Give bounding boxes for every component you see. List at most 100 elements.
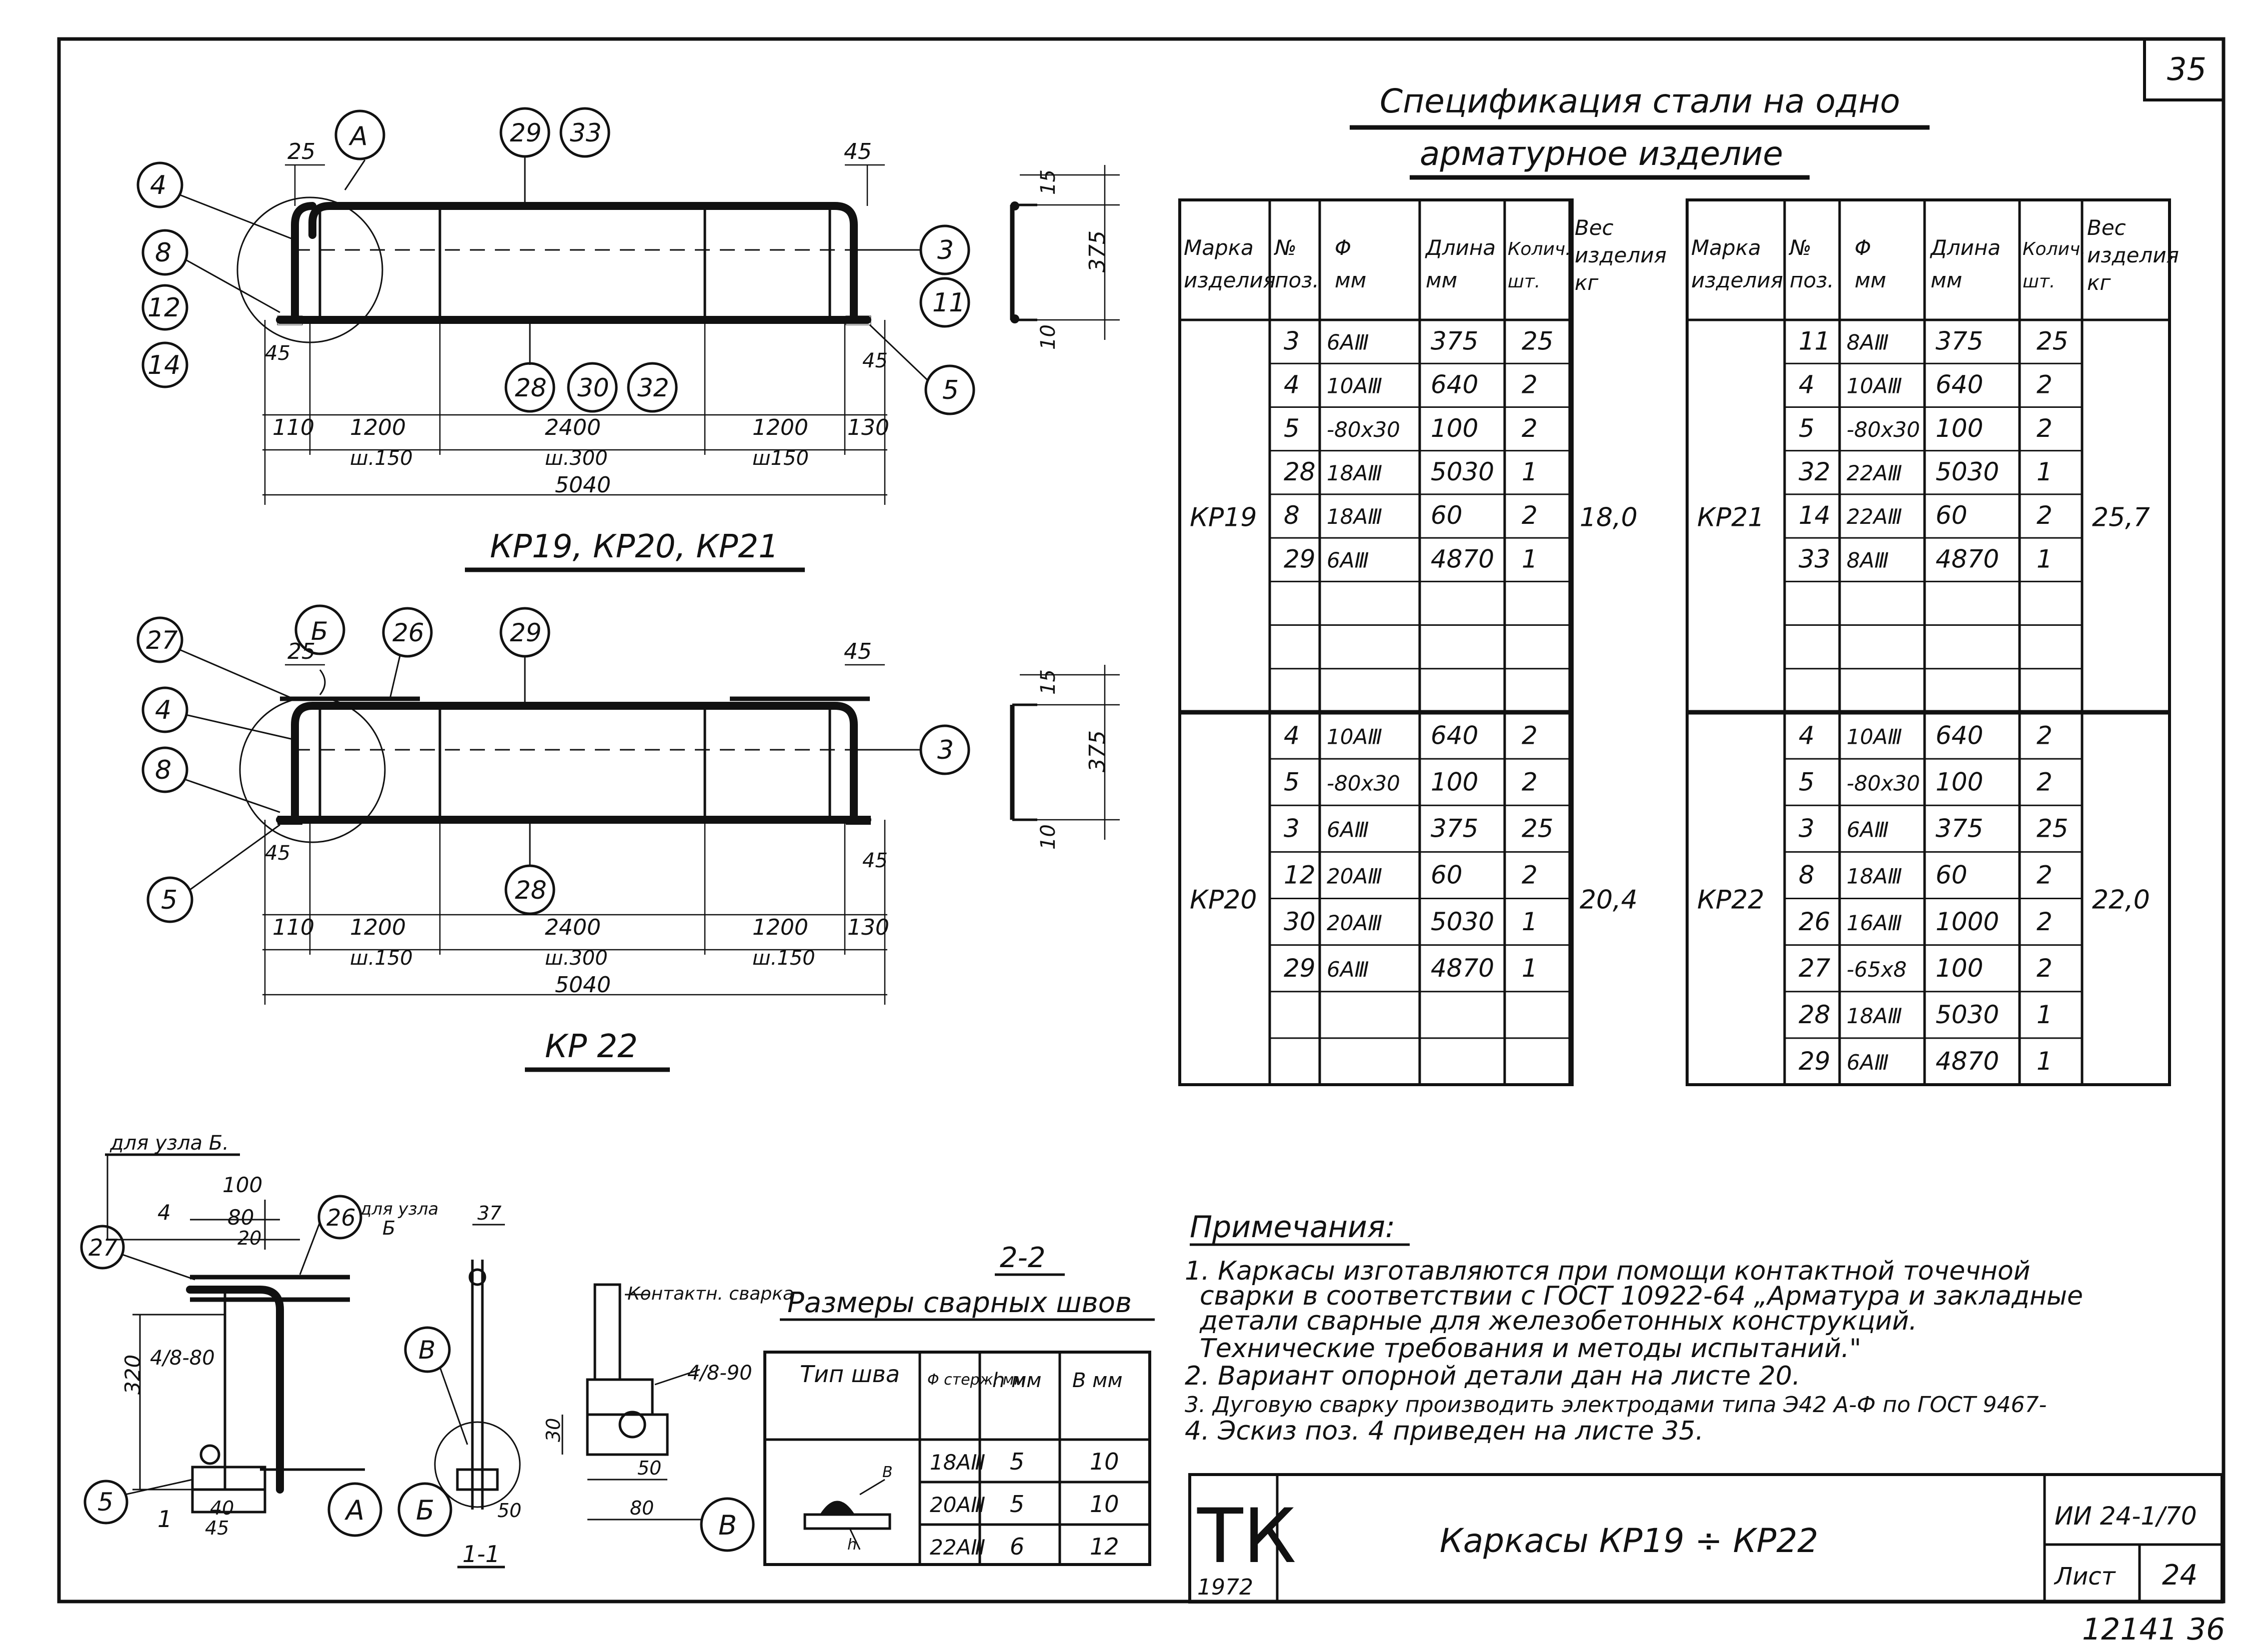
spec-right-КР22-r4-c3: 2 (2037, 907, 2053, 936)
dim-side-left: 45 (265, 342, 290, 365)
label-for-node-b: для узла Б. (109, 1132, 229, 1155)
spec-right-КР21-r5-c3: 1 (2037, 544, 2053, 573)
spec-left-КР20-r5-c1: 6AⅢ (1327, 957, 1369, 982)
detail-dim-100: 100 (222, 1173, 262, 1197)
callout-8: 8 (155, 238, 171, 268)
frame-elevation-kr19-21 (236, 159, 871, 343)
section2-dim-10: 10 (1037, 824, 1060, 850)
weld-r3-h: 6 (1010, 1533, 1024, 1560)
dim-side-right: 45 (862, 349, 888, 372)
detail-nodes (80, 1153, 755, 1552)
spec-right-header-4-0: Колич. (2023, 239, 2086, 259)
corner-box (2143, 39, 2224, 101)
spec-table-left (1178, 198, 1574, 1086)
d2-dim-top-right: 45 (844, 639, 872, 664)
note-line-7: 4. Эскиз поз. 4 приведен на листе 35. (1185, 1416, 1704, 1446)
section-view-1 (1010, 165, 1120, 340)
spec-right-КР21-r5-c2: 4870 (1936, 544, 1999, 573)
callouts-kr22 (136, 604, 970, 923)
spec-left-КР20-r0-c2: 640 (1431, 721, 1478, 750)
d2-dim-2400: 2400 (545, 915, 601, 940)
spec-left-КР20-r1-c3: 2 (1522, 767, 1538, 796)
spec-left-КР19-r4-c2: 60 (1431, 501, 1463, 530)
spec-left-КР19-r5-c2: 4870 (1431, 544, 1494, 573)
dim-2400: 2400 (545, 415, 601, 440)
weld-r2-dia: 20AⅢ (930, 1493, 985, 1517)
note-line-6: 3. Дуговую сварку производить электродам… (1185, 1392, 2047, 1418)
detail-dim-80-s: 80 (630, 1497, 654, 1519)
spec-left-КР19-r3-c2: 5030 (1431, 457, 1494, 486)
spec-left-КР19-r5-c3: 1 (1522, 544, 1538, 573)
circle-label-a: А (344, 1495, 364, 1526)
spec-left-КР19-r4-c1: 18AⅢ (1327, 504, 1382, 529)
spec-left-header-0-0: Марка (1184, 235, 1254, 260)
spec-right-КР21-r4-c0: 14 (1799, 501, 1831, 530)
d2-dim-1200-right: 1200 (752, 915, 808, 940)
d2-callout-3: 3 (937, 735, 954, 765)
spec-left-header-3-1: мм (1426, 268, 1457, 292)
weld-r1-h: 5 (1010, 1448, 1024, 1475)
spec-left-КР19-r3-c1: 18AⅢ (1327, 461, 1382, 485)
spec-right-КР22-r5-c1: -65x8 (1847, 957, 1907, 982)
spec-right-mark-1: КР22 (1697, 885, 1764, 915)
section-view-2 (1010, 665, 1120, 840)
spec-left-header-2-0: Φ (1335, 235, 1351, 260)
spec-right-КР21-r3-c0: 32 (1799, 457, 1831, 486)
spec-right-КР21-r0-c0: 11 (1799, 326, 1831, 355)
spec-left-КР20-r5-c2: 4870 (1431, 954, 1494, 983)
detail-callout-5: 5 (97, 1488, 113, 1517)
d2-dim-110: 110 (272, 915, 314, 940)
dim-130: 130 (847, 415, 889, 440)
spec-left-КР20-r4-c1: 20AⅢ (1327, 911, 1382, 935)
spec-right-КР22-r5-c2: 100 (1936, 954, 1983, 983)
frame-elevation-kr22 (239, 669, 871, 843)
spec-right-КР22-r4-c0: 26 (1799, 907, 1831, 936)
spec-right-КР22-r3-c3: 2 (2037, 861, 2053, 890)
weld-r1-b: 10 (1090, 1448, 1119, 1475)
detail-dim-80: 80 (227, 1205, 254, 1230)
spec-left-КР19-r2-c2: 100 (1431, 414, 1478, 443)
spec-left-header-5-1: изделия (1575, 243, 1667, 267)
weld-header-h: h мм (992, 1369, 1041, 1392)
callout-33: 33 (570, 118, 602, 147)
spec-left-КР20-r4-c2: 5030 (1431, 907, 1494, 936)
d2-callout-28: 28 (515, 876, 547, 905)
spec-left-КР19-r3-c3: 1 (1522, 457, 1538, 486)
spec-right-header-1-0: № (1789, 235, 1812, 260)
spec-left-КР19-r3-c0: 28 (1284, 457, 1316, 486)
spec-left-КР19-r0-c1: 6AⅢ (1327, 330, 1369, 354)
spec-right-КР21-r2-c1: -80x30 (1847, 417, 1920, 442)
label-for-node-b2-letter: Б (382, 1217, 395, 1239)
callout-30: 30 (577, 373, 609, 402)
spec-right-КР22-r0-c0: 4 (1799, 721, 1815, 750)
spec-left-weight-0: 18,0 (1580, 503, 1638, 533)
dim-1200-left: 1200 (350, 415, 406, 440)
callout-12: 12 (147, 293, 180, 323)
weld-sketch-b: В (882, 1464, 893, 1481)
d2-callout-8: 8 (155, 755, 171, 785)
weld-table (763, 1351, 1151, 1566)
spec-right-КР22-r2-c1: 6AⅢ (1847, 818, 1889, 842)
callout-3: 3 (937, 235, 954, 265)
spec-right-КР22-r6-c2: 5030 (1936, 1000, 1999, 1029)
spec-table-right (1686, 198, 2171, 1086)
weld-r2-h: 5 (1010, 1491, 1024, 1518)
spec-right-КР21-r3-c3: 1 (2037, 457, 2053, 486)
spec-left-mark-0: КР19 (1190, 503, 1257, 533)
section1-dim-375: 375 (1085, 230, 1110, 272)
spec-left-КР20-r3-c0: 12 (1284, 861, 1316, 890)
spec-left-КР19-r1-c1: 10AⅢ (1327, 374, 1382, 398)
spec-right-КР21-r4-c3: 2 (2037, 501, 2053, 530)
spec-left-КР19-r1-c0: 4 (1284, 370, 1300, 399)
spec-right-КР22-r7-c2: 4870 (1936, 1047, 1999, 1076)
d2-callout-5: 5 (161, 885, 177, 915)
section2-dim-15: 15 (1037, 669, 1060, 695)
detail-dim-320: 320 (120, 1355, 145, 1395)
spec-right-mark-0: КР21 (1697, 503, 1764, 533)
title-sheet-label: Лист (2054, 1563, 2117, 1591)
weld-header-dia: Φ стерж. мм (927, 1371, 1025, 1389)
spec-left-КР20-r3-c1: 20AⅢ (1327, 864, 1382, 889)
section-label-1-1: 1-1 (462, 1541, 500, 1568)
bottom-code: 12141 36 (2082, 1612, 2225, 1647)
callout-28: 28 (515, 373, 547, 402)
